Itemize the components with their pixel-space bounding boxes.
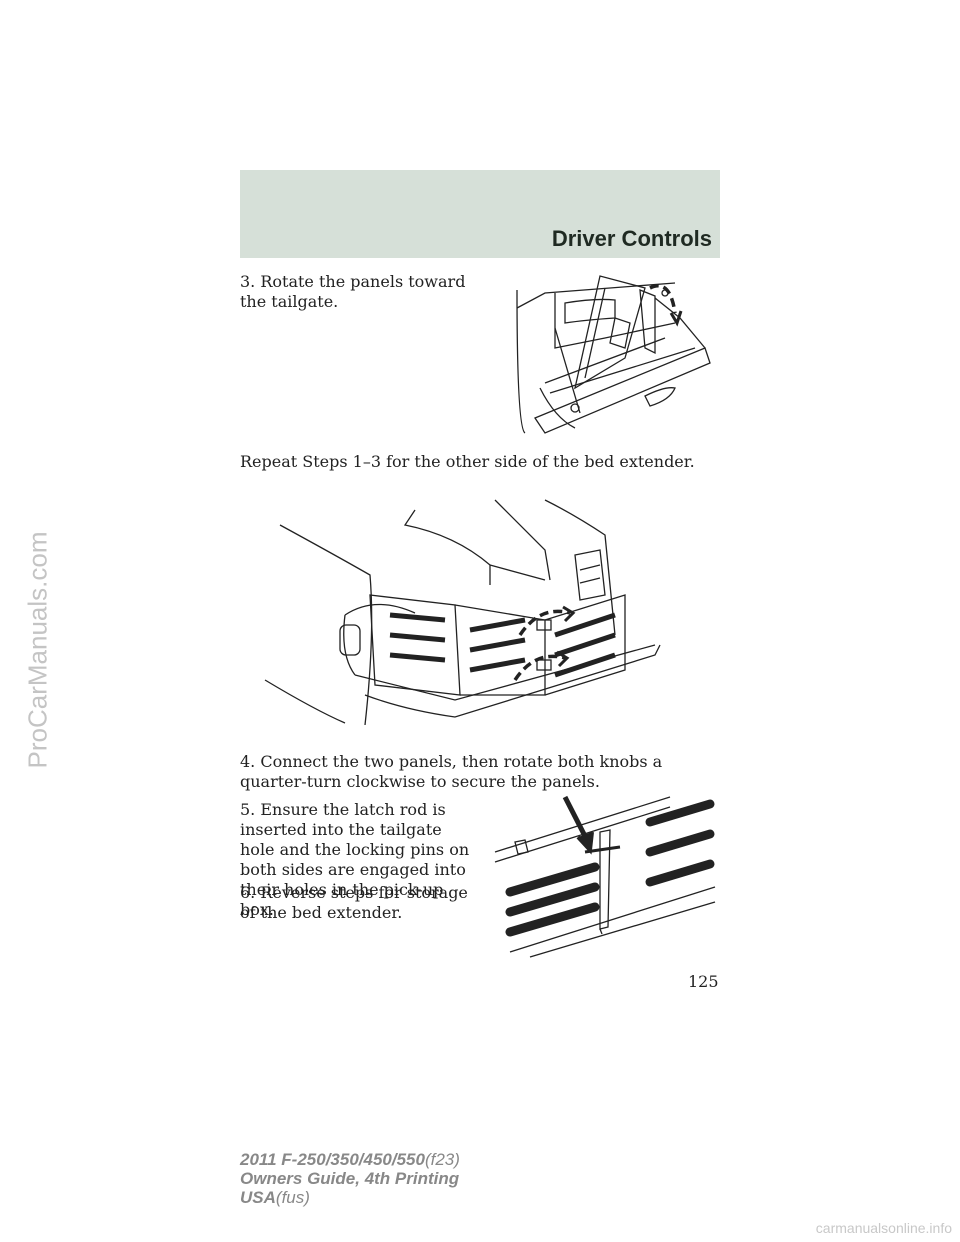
footer-guide: Owners Guide, 4th Printing [240,1169,460,1188]
page-number: 125 [688,972,719,991]
footer-region-line: USA(fus) [240,1188,460,1207]
footer: 2011 F-250/350/450/550(f23) Owners Guide… [240,1150,460,1207]
step-4-text: 4. Connect the two panels, then rotate b… [240,752,663,791]
step-3-text: 3. Rotate the panels toward the tailgate… [240,272,466,311]
illustration-extended-panels [255,495,665,725]
section-header-band: Driver Controls [240,170,720,258]
illustration-rotate-panels [505,268,720,438]
footer-region-code: (fus) [275,1188,310,1207]
side-watermark-text: ProCarManuals.com [22,531,53,769]
step-5-text: 5. Ensure the latch rod is inserted into… [240,800,470,919]
footer-model-line: 2011 F-250/350/450/550(f23) [240,1150,460,1169]
footer-region: USA [240,1188,276,1207]
bottom-watermark: carmanualsonline.info [815,1220,952,1236]
side-watermark: ProCarManuals.com [8,500,68,800]
section-title: Driver Controls [551,226,712,251]
repeat-steps-text: Repeat Steps 1–3 for the other side of t… [240,452,695,471]
illustration-latch-rod [490,792,720,962]
step-6-text: 6. Reverse steps for storage of the bed … [240,883,468,922]
footer-model: 2011 F-250/350/450/550 [240,1150,425,1169]
footer-model-code: (f23) [424,1150,460,1169]
